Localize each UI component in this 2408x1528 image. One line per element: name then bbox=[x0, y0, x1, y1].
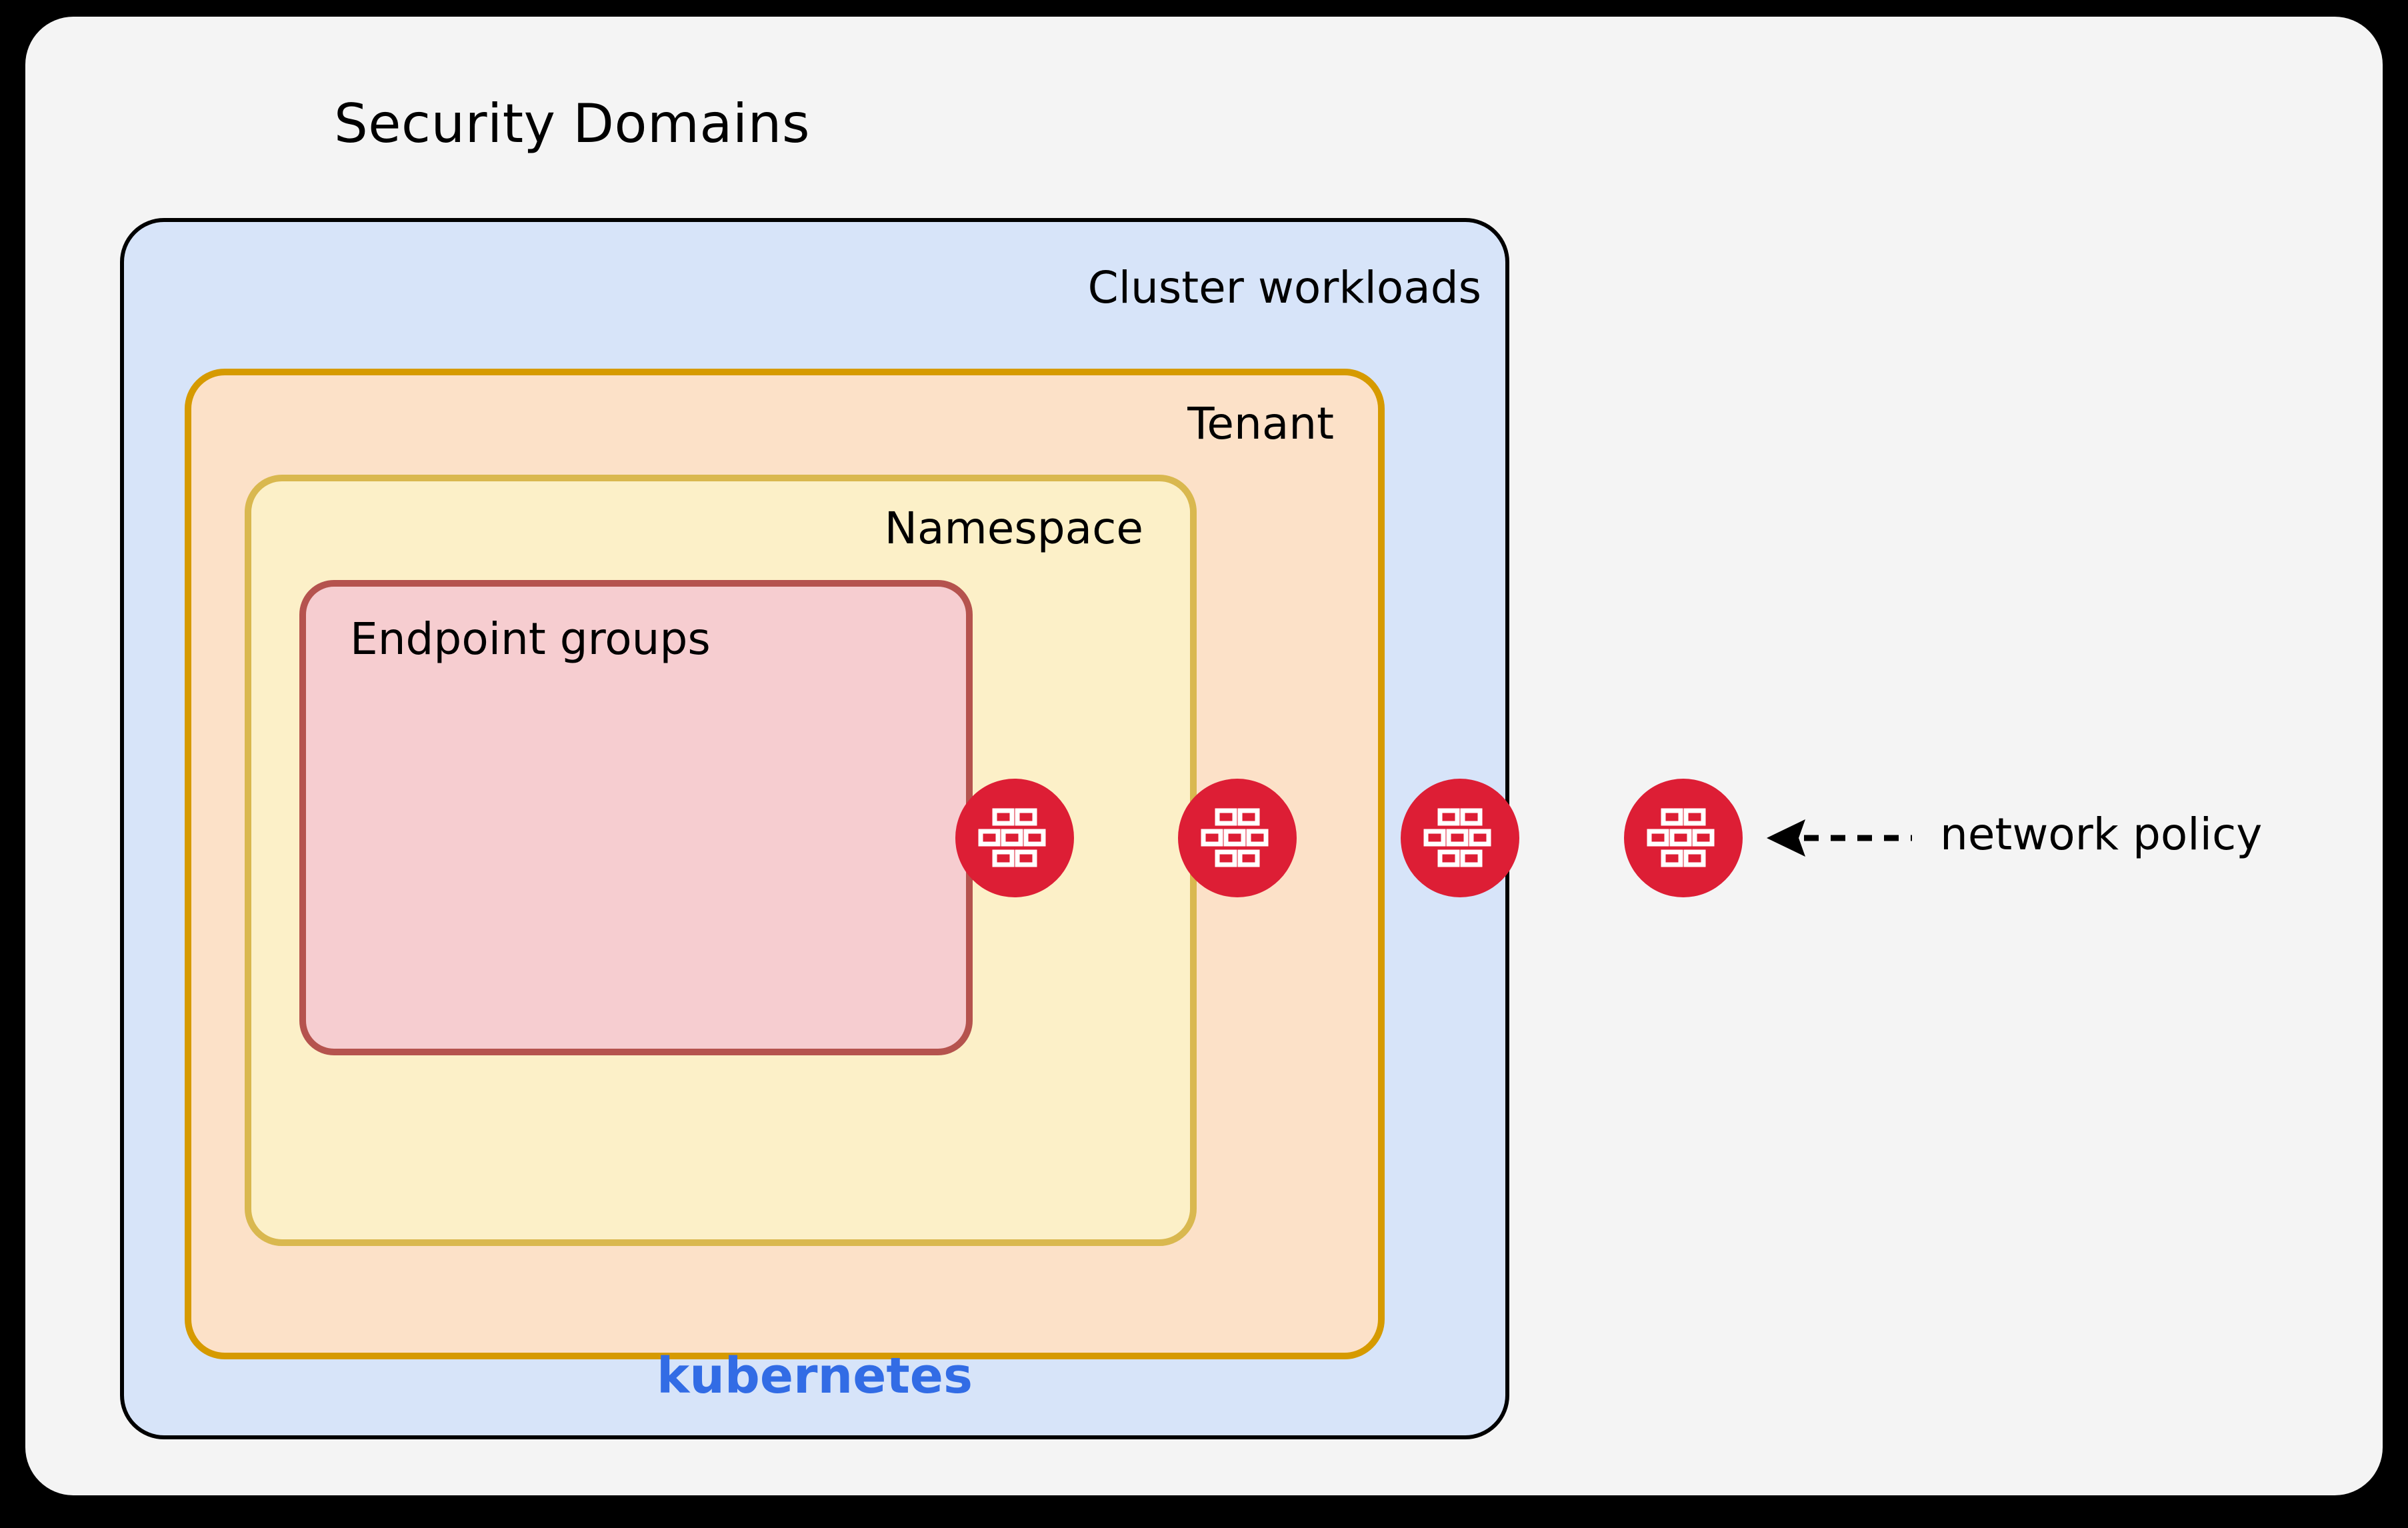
network-policy-label: network policy bbox=[1940, 809, 2263, 860]
endpoint-groups-label: Endpoint groups bbox=[350, 613, 711, 665]
security-domains-panel: Security Domains Cluster workloads Tenan… bbox=[25, 17, 2383, 1495]
page-title: Security Domains bbox=[333, 93, 811, 155]
cluster-workloads-boundary: Cluster workloads Tenant Namespace Endpo… bbox=[120, 218, 1509, 1439]
endpoint-groups-boundary: Endpoint groups bbox=[299, 580, 973, 1055]
firewall-brick-icon bbox=[1624, 779, 1743, 897]
firewall-brick-icon bbox=[1401, 779, 1519, 897]
network-policy-arrow-icon bbox=[1767, 802, 1920, 874]
namespace-label: Namespace bbox=[884, 503, 1143, 554]
cluster-workloads-label: Cluster workloads bbox=[1087, 262, 1481, 313]
tenant-label: Tenant bbox=[1187, 398, 1334, 449]
kubernetes-wordmark: kubernetes bbox=[656, 1347, 973, 1405]
firewall-brick-icon bbox=[955, 779, 1074, 897]
firewall-brick-icon bbox=[1178, 779, 1297, 897]
